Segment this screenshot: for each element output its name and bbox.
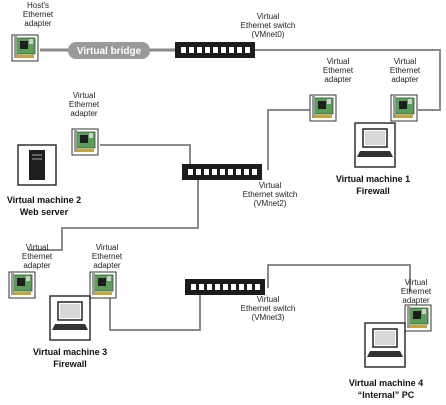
switch-vmnet3	[185, 279, 265, 295]
link-vm3-vmnet2	[28, 180, 199, 251]
virtual-bridge	[68, 42, 150, 59]
vm1-adapter-b	[390, 94, 418, 122]
vm3-laptop-icon	[49, 295, 91, 341]
host-adapter-icon	[11, 34, 39, 62]
link-vm2-vmnet2	[100, 144, 191, 170]
vm4-laptop-icon	[364, 322, 406, 368]
server-icon	[17, 144, 57, 186]
vm1-laptop-icon	[354, 122, 396, 168]
switch-vmnet0	[175, 42, 255, 58]
link-vmnet2-vm1	[267, 109, 310, 170]
link-vm4-vmnet3	[267, 264, 411, 292]
vm3-adapter-b	[89, 271, 117, 299]
vm1-adapter-a	[309, 94, 337, 122]
vm4-caption: Virtual machine 4“Internal” PC	[349, 378, 423, 400]
vm3-adapter-a	[8, 271, 36, 299]
link-vmnet0-vm1	[255, 49, 441, 111]
switch-vmnet2	[182, 164, 262, 180]
virtual-bridge-label: Virtual bridge	[77, 46, 142, 57]
vm4-adapter	[404, 304, 432, 332]
vm2-adapter	[71, 128, 99, 156]
